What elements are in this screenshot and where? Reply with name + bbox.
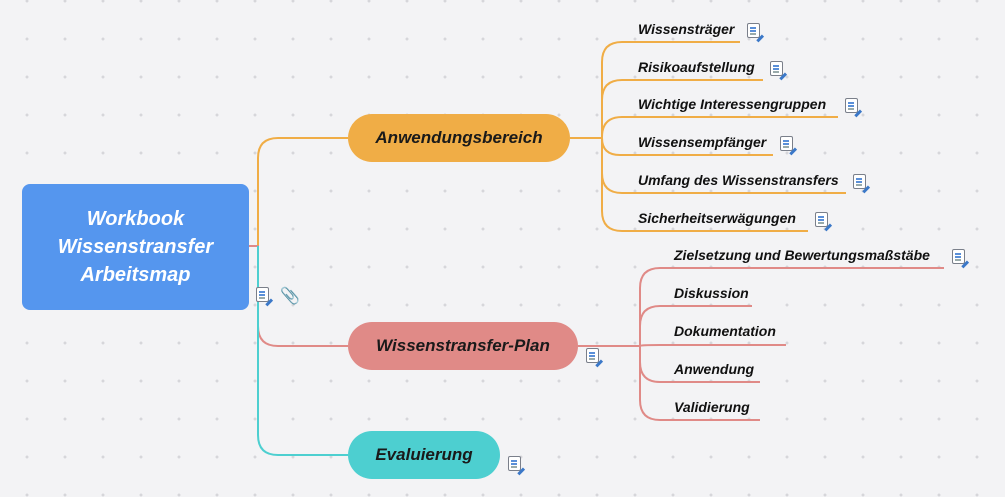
note-icon[interactable] [952,249,965,264]
note-icon[interactable] [853,174,866,189]
topic-evaluierung[interactable]: Evaluierung [348,431,500,479]
subtopic[interactable]: Wichtige Interessengruppen [638,96,827,112]
note-icon[interactable] [770,61,783,76]
subtopic[interactable]: Anwendung [674,361,755,377]
note-icon[interactable] [845,98,858,113]
subtopic[interactable]: Risikoaufstellung [638,59,755,75]
root-topic[interactable]: Workbook Wissenstransfer Arbeitsmap [22,184,249,310]
subtopic[interactable]: Diskussion [674,285,749,301]
subtopic[interactable]: Dokumentation [674,323,776,339]
subtopic[interactable]: Wissensempfänger [638,134,767,150]
subtopic[interactable]: Sicherheitserwägungen [638,210,796,226]
subtopic[interactable]: Umfang des Wissenstransfers [638,172,839,188]
subtopic[interactable]: Validierung [674,399,750,415]
subtopic[interactable]: Wissensträger [638,21,735,37]
note-icon[interactable] [508,456,521,471]
topic-wissenstransfer-plan[interactable]: Wissenstransfer-Plan [348,322,578,370]
note-icon[interactable] [747,23,760,38]
note-icon[interactable] [586,348,599,363]
paperclip-icon[interactable]: 📎 [280,288,300,305]
subtopic[interactable]: Zielsetzung und Bewertungsmaßstäbe [674,247,930,263]
topic-anwendungsbereich[interactable]: Anwendungsbereich [348,114,570,162]
note-icon[interactable] [780,136,793,151]
note-icon[interactable] [815,212,828,227]
note-icon[interactable] [256,287,269,302]
